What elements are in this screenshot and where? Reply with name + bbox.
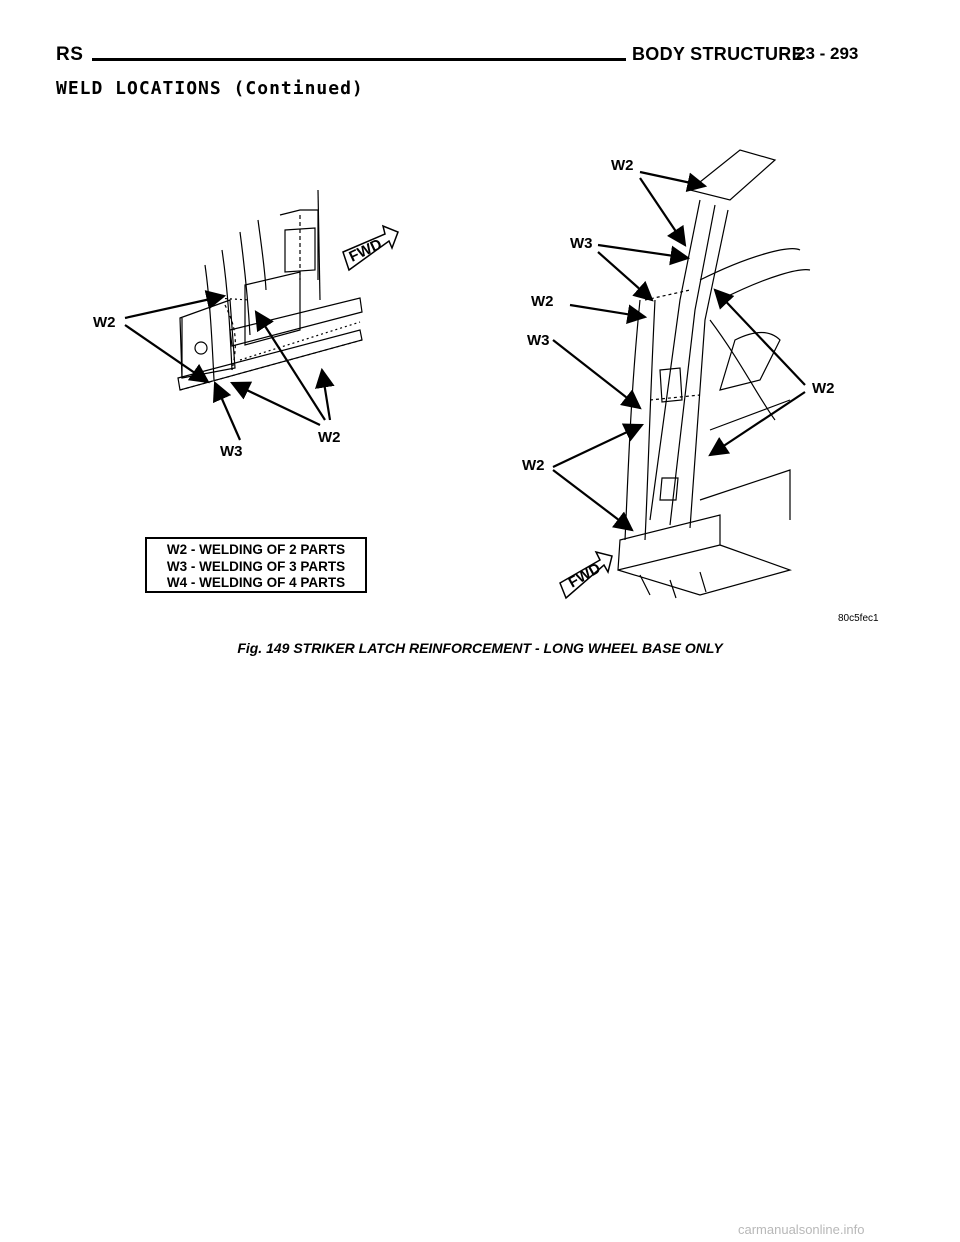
header-title: BODY STRUCTURE (632, 44, 804, 64)
label-w2-mid: W2 (531, 293, 554, 310)
watermark-link[interactable]: carmanualsonline.info (738, 1222, 865, 1237)
header-section-code: RS (56, 44, 84, 65)
figure-caption: Fig. 149 STRIKER LATCH REINFORCEMENT - L… (237, 640, 723, 656)
legend-row-w2: W2 - WELDING OF 2 PARTS (166, 542, 346, 557)
label-w3-upper: W3 (570, 235, 593, 252)
right-pillar-drawing (617, 149, 811, 599)
label-w2-left: W2 (93, 314, 116, 331)
legend-row-w4: W4 - WELDING OF 4 PARTS (166, 575, 346, 590)
label-w2-lower: W2 (522, 457, 545, 474)
figure-code: 80c5fec1 (838, 613, 879, 624)
label-w2-left-bottom: W2 (318, 429, 341, 446)
left-callouts (124, 290, 335, 441)
fwd-arrow-left: FWD (342, 224, 399, 272)
legend-row-w3: W3 - WELDING OF 3 PARTS (166, 558, 346, 574)
section-title: WELD LOCATIONS (Continued) (56, 78, 364, 99)
label-w3-left: W3 (220, 443, 243, 460)
header-rule (92, 58, 626, 61)
weld-legend-box: W2 - WELDING OF 2 PARTS W3 - WELDING OF … (145, 537, 367, 593)
fwd-arrow-right: FWD (559, 550, 613, 600)
svg-text:FWD: FWD (347, 236, 385, 266)
label-w2-top: W2 (611, 157, 634, 174)
label-w3-mid: W3 (527, 332, 550, 349)
label-w2-right: W2 (812, 380, 835, 397)
page-number: 23 - 293 (796, 44, 859, 63)
left-sill-drawing (177, 189, 363, 391)
right-callouts (552, 170, 806, 532)
weld-location-illustration: FWD W2 W3 W2 FWD (93, 149, 835, 600)
